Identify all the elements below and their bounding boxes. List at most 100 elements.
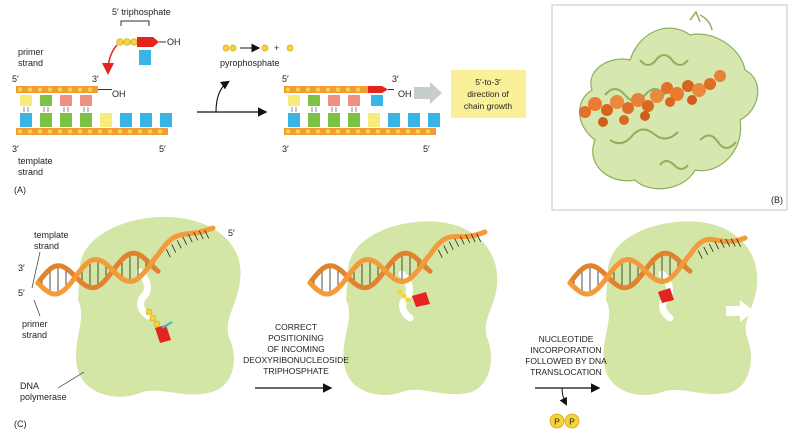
product-3prime-bottom: 3′ [282,144,289,154]
primer-label-line2: strand [18,58,43,68]
dna-spacefill-model [579,70,726,127]
dna-helix-2 [307,229,488,297]
translocation-arrow [726,300,754,322]
c-dna-polymerase-line2: polymerase [20,392,67,402]
c-dna-polymerase-line1: DNA [20,381,39,391]
phosphate [285,86,291,93]
phosphate [147,128,153,135]
step1-line4: DEOXYRIBONUCLEOSIDE [243,355,349,365]
primer-base [308,95,320,106]
template-strand [35,252,161,297]
primer-base [348,95,360,106]
product-5prime-bottom: 5′ [423,144,430,154]
template-label-line1: template [18,156,53,166]
phosphate [97,128,103,135]
phosphate [87,128,93,135]
primer-label-line1: primer [18,47,44,57]
phosphate [57,128,63,135]
c-3prime: 3′ [18,263,25,273]
product-oh-label: OH [398,89,412,99]
product-3prime-top: 3′ [392,74,399,84]
panel-b: (B) [551,4,788,211]
phosphate [77,86,83,93]
phosphate [77,128,83,135]
step1-line1: CORRECT [275,322,317,332]
phosphate [87,86,93,93]
phosphate [285,128,291,135]
pyrophosphate-release [222,43,294,53]
phosphate [137,128,143,135]
template-base [388,113,400,127]
added-nucleotide [368,86,388,93]
phosphate [405,128,411,135]
single-strand-template [687,235,748,258]
polymerase-ribbon-structure [579,10,759,190]
template-base [308,113,320,127]
phosphate [335,128,341,135]
phosphate [47,86,53,93]
dna-polymerase-1 [75,216,241,397]
dna-duplex-left [16,86,172,135]
direction-box [451,70,526,118]
phosphate [305,128,311,135]
phosphate [365,128,371,135]
p-symbol-2: P [569,417,575,427]
template-base [408,113,420,127]
pyrophosphate-label: pyrophosphate [220,58,280,68]
incoming-nucleotide [102,20,166,75]
template-base [20,113,32,127]
primer-base [60,95,72,106]
pyrophosphate-products: P P [549,413,580,429]
dna-duplex-right [284,86,440,135]
phosphate [57,86,63,93]
phosphate [37,86,43,93]
template-base [328,113,340,127]
phosphate [385,128,391,135]
phosphate [355,86,361,93]
template-base [428,113,440,127]
template-5prime: 5′ [159,144,166,154]
primer-base [20,95,32,106]
phosphate [17,128,23,135]
incoming-oh-label: OH [167,37,181,47]
primer-3prime: 3′ [92,74,99,84]
incoming-nucleotide-c [145,308,173,343]
template-base [60,113,72,127]
step2-line1: NUCLEOTIDE [539,334,594,344]
c-5prime-top: 5′ [228,228,235,238]
phosphate [127,128,133,135]
primer-oh-label: OH [112,89,126,99]
primer-base [328,95,340,106]
template-base [80,113,92,127]
positioned-nucleotide [397,289,430,307]
c-5prime-left: 5′ [18,288,25,298]
phosphate [315,128,321,135]
phosphate [67,128,73,135]
phosphate [325,128,331,135]
reaction-arrow [197,80,268,117]
phosphate [395,128,401,135]
phosphate [157,128,163,135]
step2-line4: TRANSLOCATION [530,367,602,377]
phosphate [345,86,351,93]
primer-5prime: 5′ [12,74,19,84]
step2-line3: FOLLOWED BY DNA [525,356,607,366]
panel-a: 5′ triphosphate OH + pyrophosphate prime… [12,7,526,195]
template-strand [567,252,693,297]
phosphate [355,128,361,135]
template-base [120,113,132,127]
triphosphate-label: 5′ triphosphate [112,7,171,17]
primer-base [40,95,52,106]
phosphate [27,128,33,135]
incorporated-nucleotide [658,288,674,303]
template-base [40,113,52,127]
step2-line2: INCORPORATION [530,345,601,355]
phosphate [47,128,53,135]
template-base [288,113,300,127]
direction-line1: 5′-to-3′ [475,77,501,87]
panel-b-label: (B) [771,195,783,205]
single-strand-template [427,229,488,258]
primer-base [288,95,300,106]
phosphate [305,86,311,93]
